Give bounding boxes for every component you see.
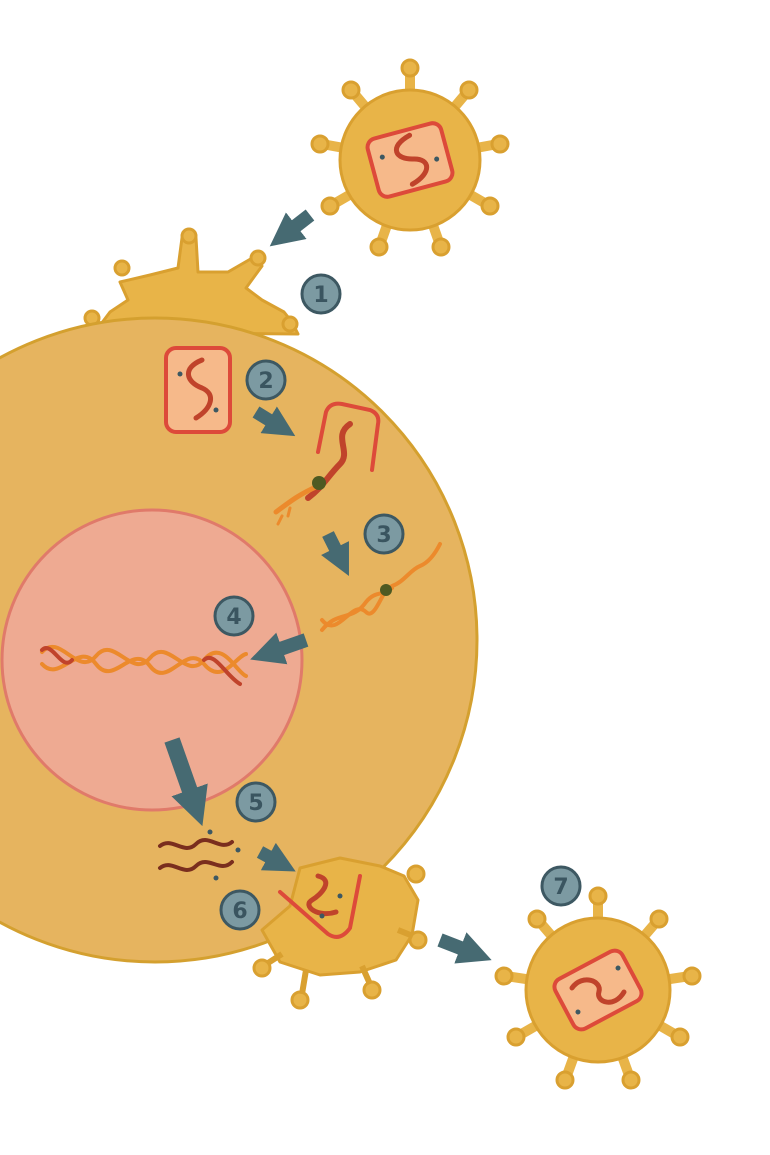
attaching-virus bbox=[83, 227, 300, 336]
incoming-virus bbox=[310, 58, 510, 257]
svg-text:3: 3 bbox=[376, 523, 391, 548]
viral-dna-with-integrase bbox=[320, 542, 442, 632]
arrow-transcription bbox=[164, 737, 208, 827]
integrase bbox=[380, 584, 392, 596]
incoming-virus-rna bbox=[394, 132, 430, 187]
arrow-integration bbox=[250, 632, 309, 665]
arrow-entry bbox=[269, 209, 315, 247]
svg-text:1: 1 bbox=[313, 283, 328, 308]
reverse-transcriptase bbox=[312, 476, 326, 490]
step-badge-1: 1 bbox=[300, 273, 342, 315]
step-badge-5: 5 bbox=[235, 781, 277, 823]
assembling-capsid bbox=[278, 873, 362, 939]
step-badge-2: 2 bbox=[245, 359, 287, 401]
arrow-uncoating bbox=[252, 406, 296, 437]
attaching-virus-envelope bbox=[93, 236, 300, 336]
arrow-release bbox=[437, 932, 492, 964]
arrow-reverse-transcription bbox=[321, 531, 349, 576]
process-arrows bbox=[164, 209, 492, 964]
reverse-transcription-complex bbox=[273, 401, 381, 526]
svg-text:4: 4 bbox=[226, 605, 241, 630]
released-virus bbox=[494, 886, 702, 1090]
step-badges: 1 2 3 4 5 6 7 bbox=[213, 273, 582, 931]
budding-virus bbox=[252, 856, 428, 1010]
step-badge-3: 3 bbox=[363, 513, 405, 555]
svg-text:2: 2 bbox=[258, 369, 273, 394]
nucleus bbox=[0, 508, 304, 812]
released-virus-rna bbox=[569, 977, 627, 1005]
opened-capsid bbox=[316, 401, 381, 472]
budding-virus-envelope bbox=[260, 856, 420, 977]
cdna-strand bbox=[273, 483, 321, 515]
integrated-provirus-dna bbox=[40, 644, 248, 686]
svg-text:7: 7 bbox=[553, 875, 568, 900]
step-badge-7: 7 bbox=[540, 865, 582, 907]
viral-mrna bbox=[158, 829, 241, 881]
svg-text:5: 5 bbox=[248, 791, 263, 816]
viral-rna-in-capsid bbox=[186, 357, 213, 421]
svg-text:6: 6 bbox=[232, 899, 247, 924]
arrow-assembly bbox=[256, 842, 296, 872]
capsid-in-cytoplasm bbox=[164, 346, 232, 434]
step-badge-6: 6 bbox=[219, 889, 261, 931]
step-badge-4: 4 bbox=[213, 595, 255, 637]
